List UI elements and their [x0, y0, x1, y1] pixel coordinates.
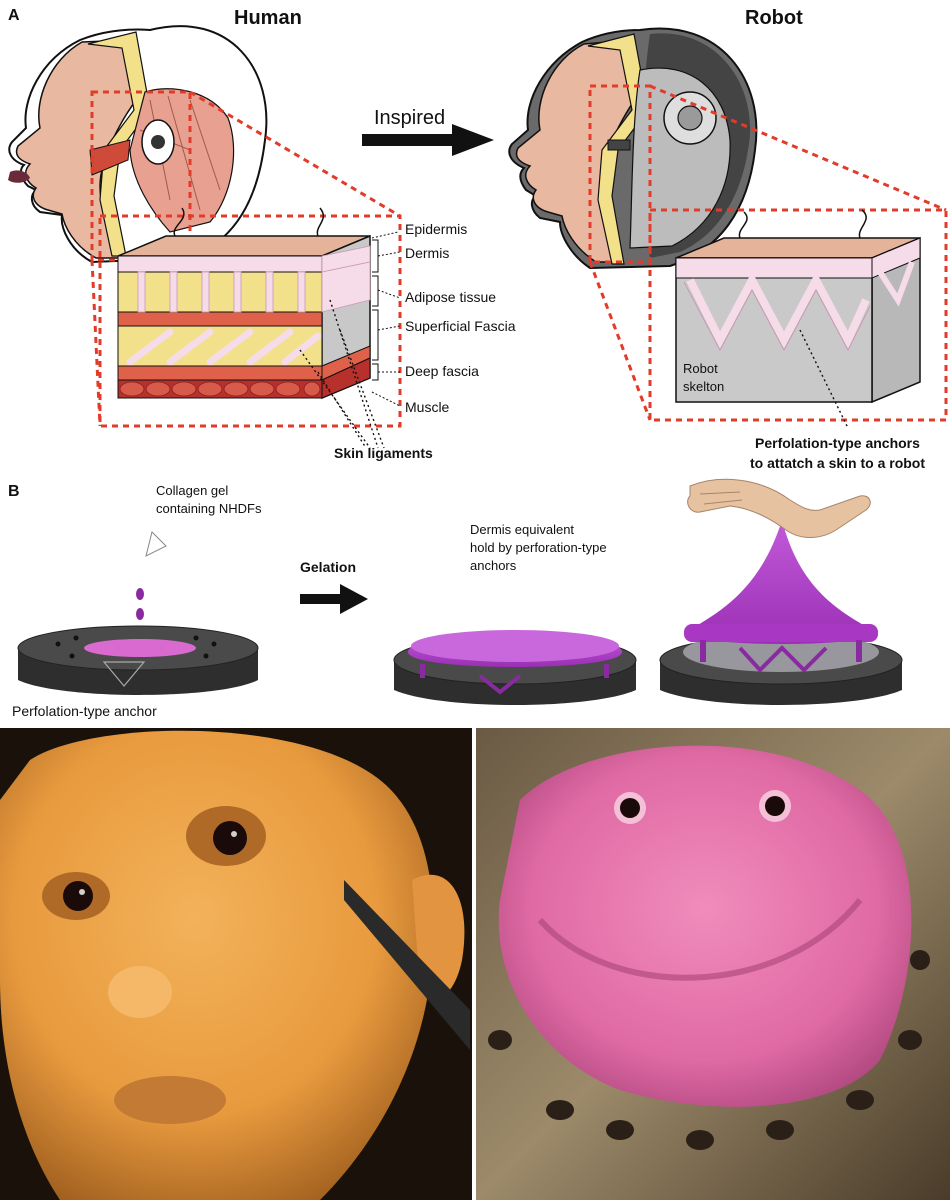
- gelation-arrow: Gelation: [300, 559, 368, 614]
- label-deep-fascia: Deep fascia: [405, 363, 479, 379]
- label-superficial-fascia: Superficial Fascia: [405, 318, 516, 334]
- human-layer-labels: Epidermis Dermis Adipose tissue Superfic…: [299, 221, 516, 461]
- label-dermis-line3: anchors: [470, 558, 517, 573]
- human-head-illustration: [8, 25, 268, 264]
- human-zoom-box-large: [98, 214, 402, 428]
- label-dermis: Dermis: [405, 245, 449, 261]
- human-zoom-box-small: [90, 90, 192, 262]
- inspired-label: Inspired: [374, 107, 445, 129]
- pipette-icon: [136, 531, 167, 620]
- inspired-arrow: Inspired: [362, 107, 494, 156]
- human-skin-cross-section: [117, 207, 371, 400]
- gelation-label: Gelation: [300, 559, 356, 575]
- dermis-equivalent-disc: [393, 630, 637, 705]
- label-dermis-line1: Dermis equivalent: [470, 522, 574, 537]
- label-robot-skeleton-line1: Robot: [683, 361, 718, 376]
- label-adipose-tissue: Adipose tissue: [405, 289, 496, 305]
- perforation-anchor-base: [17, 625, 259, 695]
- human-title: Human: [234, 7, 302, 29]
- robot-zoom-box-large: [648, 208, 948, 422]
- label-dermis-line2: hold by perforation-type: [470, 540, 607, 555]
- photo-smiling-skin-face: [476, 728, 950, 1200]
- label-muscle: Muscle: [405, 399, 450, 415]
- label-robot-skeleton-line2: skelton: [683, 379, 724, 394]
- photo-robot-face-with-skin: [0, 728, 472, 1200]
- robot-skin-cross-section: Robot skelton Perfolation-type anchors t…: [675, 209, 925, 471]
- robot-zoom-box-small: [588, 84, 652, 264]
- label-skin-ligaments: Skin ligaments: [334, 445, 433, 461]
- panel-a-label: A: [8, 7, 20, 24]
- robot-head-illustration: [508, 27, 758, 270]
- label-collagen-line2: containing NHDFs: [156, 501, 262, 516]
- label-anchors-line1: Perfolation-type anchors: [755, 435, 920, 451]
- hand-icon: [687, 478, 871, 538]
- label-anchor-caption: Perfolation-type anchor: [12, 703, 157, 719]
- robot-title: Robot: [745, 7, 803, 29]
- label-anchors-line2: to attatch a skin to a robot: [750, 455, 925, 471]
- label-collagen-line1: Collagen gel: [156, 483, 228, 498]
- label-epidermis: Epidermis: [405, 221, 467, 237]
- panel-b-label: B: [8, 483, 20, 500]
- pulled-gel-disc: [659, 520, 903, 705]
